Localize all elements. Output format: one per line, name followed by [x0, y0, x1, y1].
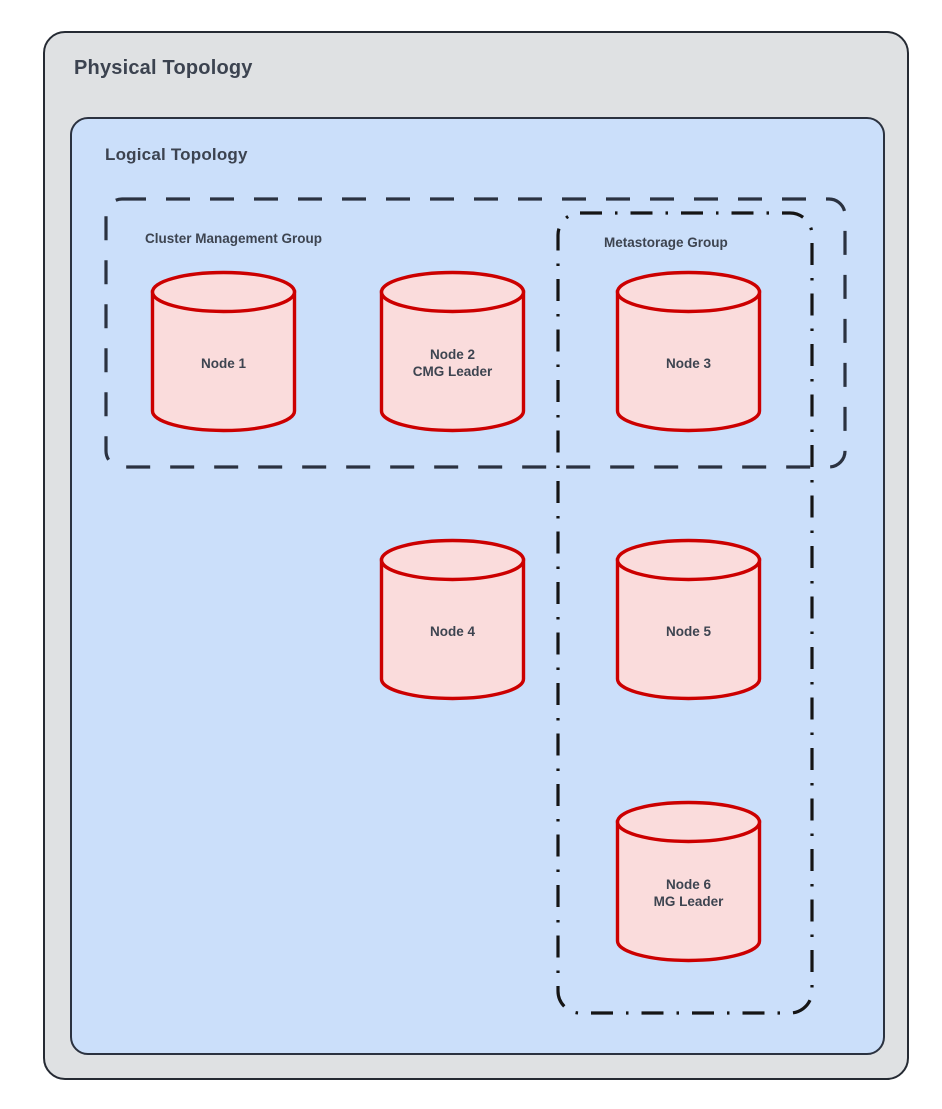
metastorage-group-label: Metastorage Group — [604, 235, 728, 250]
node-4-cylinder[interactable] — [379, 538, 526, 701]
node-3-cylinder[interactable] — [615, 270, 762, 433]
node-2-cylinder[interactable] — [379, 270, 526, 433]
node-5-cylinder[interactable] — [615, 538, 762, 701]
cluster-management-group-label: Cluster Management Group — [145, 231, 323, 246]
physical-topology-title: Physical Topology — [74, 57, 253, 79]
node-6-cylinder[interactable] — [615, 800, 762, 963]
node-1-cylinder[interactable] — [150, 270, 297, 433]
logical-topology-title: Logical Topology — [105, 145, 248, 164]
